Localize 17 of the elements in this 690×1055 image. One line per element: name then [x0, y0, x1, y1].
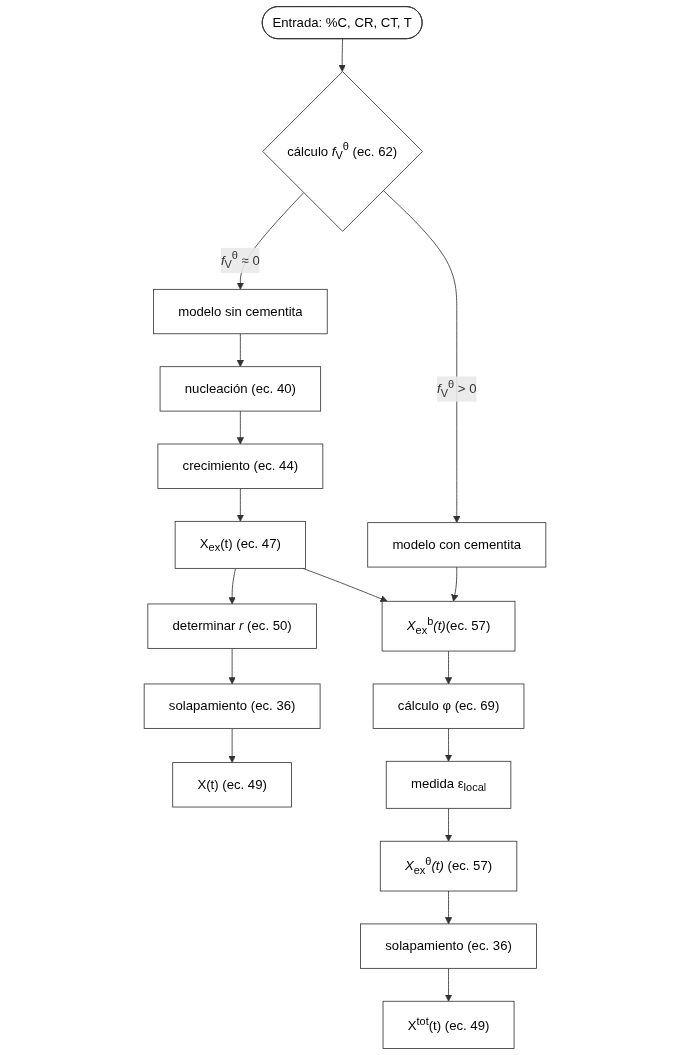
node-diamond: cálculo f$_{V}$$^{θ}$ (ec. 62) — [262, 71, 423, 232]
node-box: solapamiento (ec. 36) — [143, 683, 321, 729]
node-box: X$^{tot}$(t) (ec. 49) — [382, 1000, 515, 1049]
node-box: X(t) (ec. 49) — [172, 762, 292, 808]
node-box: crecimiento (ec. 44) — [157, 443, 324, 489]
node-box: solapamiento (ec. 36) — [360, 923, 537, 969]
node-box: X$_{ex}$$^{θ}$(t) (ec. 57) — [379, 840, 518, 892]
node-box: cálculo φ (ec. 69) — [372, 683, 525, 729]
node-box: modelo con cementita — [367, 522, 547, 568]
node-box: nucleación (ec. 40) — [159, 366, 322, 412]
node-box: X$_{ex}$$^{b}$(t)(ec. 57) — [381, 600, 516, 652]
node-box: X$_{ex}$(t) (ec. 47) — [174, 520, 306, 569]
node-box: medida ε$_{local}$ — [385, 760, 512, 809]
node-box: modelo sin cementita — [153, 288, 328, 335]
edge-label: f$_{V}$$^{θ}$ ≈ 0 — [220, 249, 260, 271]
edge-label: f$_{V}$$^{θ}$ > 0 — [437, 377, 477, 399]
node-box: determinar r (ec. 50) — [147, 603, 317, 649]
